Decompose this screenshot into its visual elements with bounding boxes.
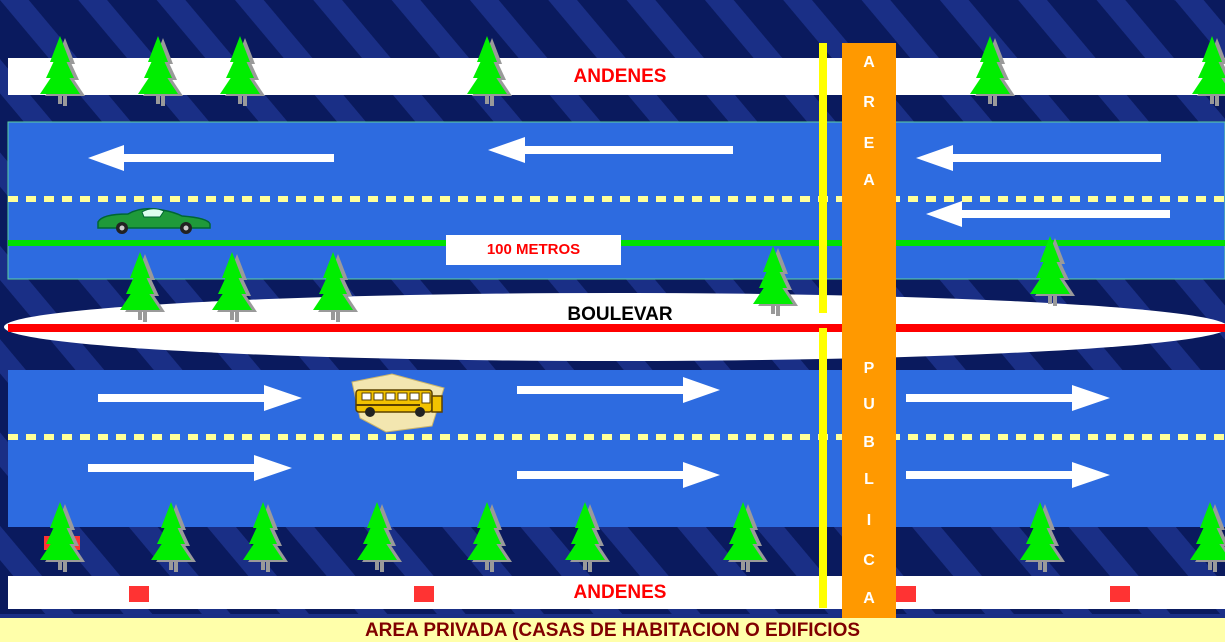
public-area-band (842, 43, 896, 618)
vertical-letter: E (863, 135, 875, 152)
andenes-top-label: ANDENES (573, 66, 667, 87)
arrow-icon (906, 385, 1110, 411)
arrow-icon (98, 385, 302, 411)
area-publica-label: A R E A P U B L I C A (842, 43, 896, 618)
vertical-letter: A (863, 54, 875, 71)
vertical-letter: B (863, 434, 875, 451)
vertical-letter: U (863, 396, 875, 413)
sidewalk-bottom (8, 576, 1225, 609)
arrow-icon (88, 145, 334, 171)
distance-label: 100 METROS (446, 235, 621, 265)
sidewalk-top (8, 58, 1225, 95)
vertical-letter: A (863, 172, 875, 189)
arrow-icon (517, 462, 720, 488)
footer-divider (0, 614, 1225, 618)
median-centerline (8, 324, 1225, 332)
boulevar-label: BOULEVAR (567, 304, 673, 325)
arrow-icon (926, 201, 1170, 227)
car-icon (97, 207, 211, 234)
vertical-letter: L (864, 471, 874, 488)
vertical-letter: I (866, 512, 872, 529)
vertical-line-bottom (819, 328, 827, 608)
arrow-icon (517, 377, 720, 403)
school-bus-icon (351, 373, 445, 433)
vertical-line-top (819, 43, 827, 313)
vertical-letter: A (863, 590, 875, 607)
andenes-bottom-label: ANDENES (573, 582, 667, 603)
arrows-lower (88, 377, 1110, 488)
arrows-upper (88, 137, 1170, 227)
vertical-letter: C (863, 552, 875, 569)
area-privada-label: AREA PRIVADA (CASAS DE HABITACION O EDIF… (364, 620, 861, 641)
arrow-icon (488, 137, 733, 163)
arrow-icon (916, 145, 1161, 171)
vertical-letter: R (863, 94, 875, 111)
arrow-icon (88, 455, 292, 481)
vertical-letter: P (863, 360, 875, 377)
arrow-icon (906, 462, 1110, 488)
footer-band (0, 618, 1225, 642)
